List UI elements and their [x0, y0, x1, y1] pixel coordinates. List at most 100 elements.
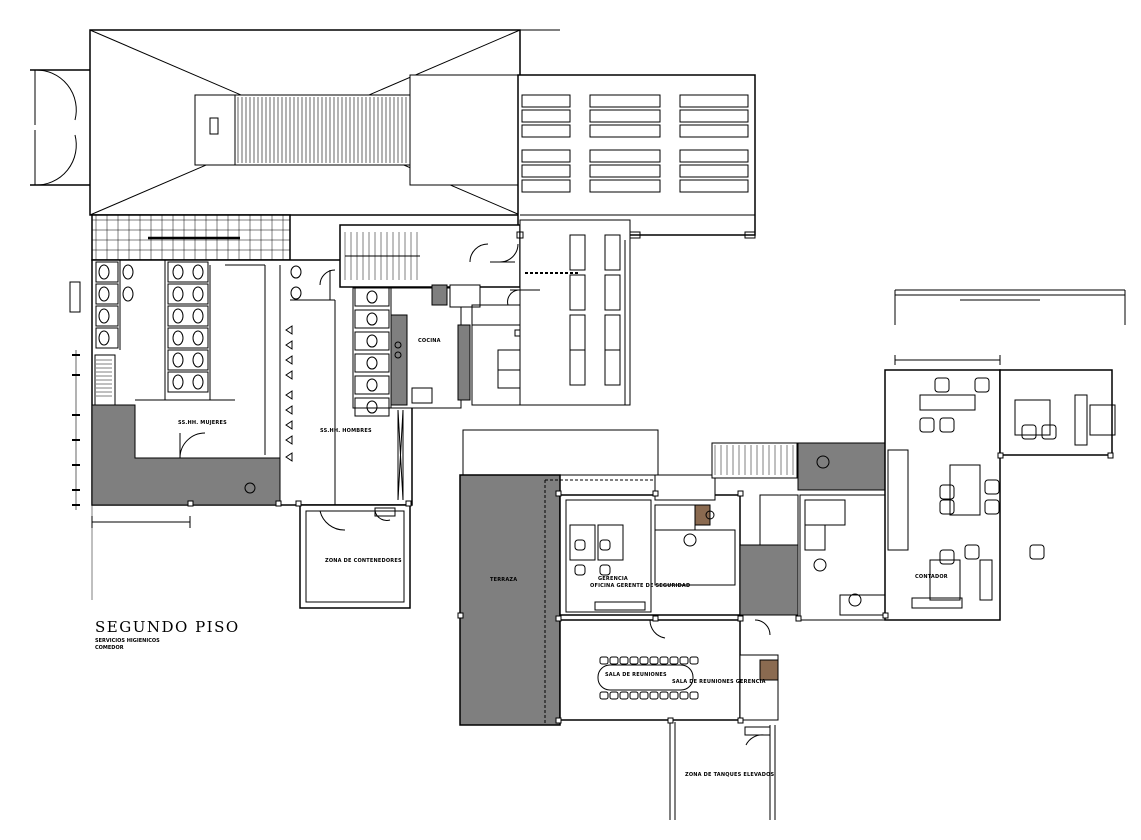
line-work	[122, 286, 134, 302]
line-work	[366, 334, 378, 348]
line-work	[285, 370, 293, 380]
line-work	[275, 500, 282, 507]
line-work	[737, 717, 744, 724]
line-work	[354, 309, 390, 329]
line-work	[521, 94, 571, 108]
line-work	[285, 390, 293, 400]
line-work	[285, 452, 293, 462]
line-work	[285, 340, 293, 350]
line-work	[679, 109, 749, 123]
line-work	[599, 539, 611, 551]
line-work	[192, 352, 204, 368]
line-work	[679, 149, 749, 163]
line-work	[629, 656, 639, 665]
line-work	[366, 400, 378, 414]
line-work	[521, 164, 571, 178]
line-work	[555, 615, 562, 622]
line-work	[290, 265, 302, 279]
line-work	[98, 264, 110, 280]
line-work	[649, 656, 659, 665]
line-work	[285, 420, 293, 430]
line-work	[569, 274, 586, 311]
line-work	[919, 417, 935, 433]
line-work	[652, 615, 659, 622]
label-zona-contenedores: ZONA DE CONTENEDORES	[325, 558, 402, 564]
line-work	[95, 261, 119, 283]
line-work	[619, 656, 629, 665]
line-work	[366, 356, 378, 370]
line-work	[574, 564, 586, 576]
line-work	[939, 484, 955, 500]
line-work	[295, 500, 302, 507]
line-work	[98, 286, 110, 302]
line-work	[649, 691, 659, 700]
label-sala-gerencia: SALA DE REUNIONES GERENCIA	[672, 679, 766, 685]
line-work	[939, 499, 955, 515]
line-work	[285, 405, 293, 415]
plan-subtitle-1: SERVICIOS HIGIENICOS	[95, 638, 160, 644]
line-work	[574, 539, 586, 551]
line-work	[521, 124, 571, 138]
line-work	[667, 717, 674, 724]
line-work	[679, 179, 749, 193]
line-work	[882, 612, 889, 619]
line-work	[689, 691, 699, 700]
line-work	[604, 234, 621, 271]
line-work	[604, 274, 621, 311]
line-work	[172, 308, 184, 324]
line-work	[95, 283, 119, 305]
line-work	[366, 378, 378, 392]
line-work	[737, 490, 744, 497]
line-work	[569, 349, 586, 386]
line-work	[172, 286, 184, 302]
label-gerencia: GERENCIA	[598, 576, 628, 582]
line-work	[285, 435, 293, 445]
line-work	[964, 544, 980, 560]
line-work	[354, 331, 390, 351]
line-work	[354, 375, 390, 395]
label-ss-hh-mujeres: SS.HH. MUJERES	[178, 420, 227, 426]
loading-area	[30, 29, 560, 216]
plan-title: SEGUNDO PISO	[95, 618, 240, 636]
line-work	[795, 615, 802, 622]
line-work	[939, 417, 955, 433]
line-work	[679, 656, 689, 665]
line-work	[172, 264, 184, 280]
line-work	[599, 564, 611, 576]
line-work	[122, 264, 134, 280]
parking-area	[517, 74, 756, 236]
label-cocina: COCINA	[418, 338, 441, 344]
line-work	[285, 355, 293, 365]
line-work	[997, 452, 1004, 459]
line-work	[167, 371, 209, 393]
line-work	[366, 312, 378, 326]
line-work	[167, 305, 209, 327]
line-work	[172, 374, 184, 390]
line-work	[589, 179, 661, 193]
line-work	[167, 349, 209, 371]
line-work	[95, 305, 119, 327]
line-work	[939, 549, 955, 565]
office-block	[187, 289, 1126, 820]
line-work	[679, 94, 749, 108]
line-work	[405, 500, 412, 507]
line-work	[589, 164, 661, 178]
line-work	[629, 691, 639, 700]
line-work	[1107, 452, 1114, 459]
line-work	[639, 691, 649, 700]
line-work	[555, 717, 562, 724]
line-work	[659, 656, 669, 665]
label-zona-tanques: ZONA DE TANQUES ELEVADOS	[685, 772, 775, 778]
line-work	[669, 656, 679, 665]
line-work	[934, 377, 950, 393]
line-work	[1029, 544, 1045, 560]
label-ss-hh-hombres: SS.HH. HOMBRES	[320, 428, 372, 434]
line-work	[555, 490, 562, 497]
label-oficina-gerente: OFICINA GERENTE DE SEGURIDAD	[590, 583, 691, 589]
line-work	[639, 656, 649, 665]
line-work	[354, 397, 390, 417]
line-work	[354, 353, 390, 373]
line-work	[192, 374, 204, 390]
